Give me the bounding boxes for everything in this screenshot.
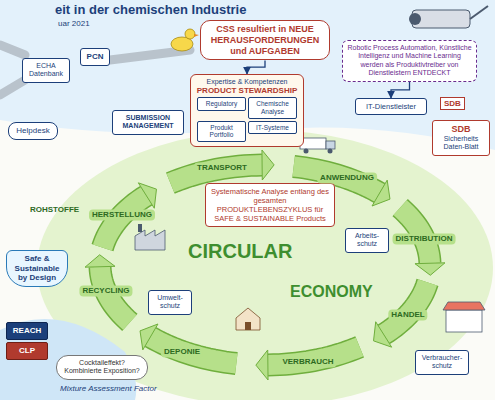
node-text: Arbeits-schutz [350,232,384,249]
node-text: CSS resultiert in NEUE HERAUSFORDERUNGEN… [205,24,325,56]
cycle-arrow-head [372,180,390,206]
protection-tag: Umwelt-schutz [148,290,192,315]
stage-label: ANWENDUNG [317,172,377,183]
node-text: Chemische Analyse [251,100,294,116]
node-text: IT-Systeme [251,124,294,132]
node-text: Umwelt-schutz [153,294,187,311]
cycle-arrow [170,150,274,183]
cycle-arrow-head [415,263,445,275]
shop-figure [443,302,485,332]
stage-label: DISTRIBUTION [393,233,456,244]
protection-tag: Arbeits-schutz [345,228,389,253]
stage-label: ROHSTOFFE [30,205,79,214]
node-text: Cocktaileffekt? Kombinierte Exposition? [61,359,143,376]
node-text: Safe & Sustainable by Design [11,254,63,283]
node-text: ECHA Datenbank [27,62,65,79]
stage-label: RECYCLING [79,285,132,296]
cycle-arrow-head [140,324,158,350]
cycle-band-edge [384,282,428,334]
pipe [0,45,190,95]
node-text: SDB [437,124,485,135]
cycle-arrow-head [374,322,392,347]
node-text: Systematische Analyse entlang des gesamt… [210,187,330,223]
headline-word: ECONOMY [290,283,373,301]
cycle-band-edge [103,196,147,248]
cycle-arrow-head [138,183,156,208]
factory-figure [135,224,165,250]
database-box: ECHA Datenbank [22,58,70,83]
helpdesk-box: Helpdesk [8,122,58,140]
truck-figure [300,138,335,154]
node-text: Sicherheits Daten-Blatt [437,135,485,152]
duck-figure [171,29,199,51]
note-label: Mixture Assessment Factor [60,384,157,393]
provider-box: IT-Dienstleister [355,98,427,115]
stage-label: HERSTELLUNG [89,209,155,220]
camera-figure [409,6,488,28]
node-text: REACH [11,326,43,336]
document-box: SDBSicherheits Daten-Blatt [432,120,490,156]
regulation-book: REACH [6,322,48,340]
node-text: Robotic Process Automation, Künstliche I… [347,44,472,78]
process-box: SUBMISSION MANAGEMENT [112,110,184,135]
skill-box: Produkt Portfolio [197,121,246,143]
date-label: uar 2021 [58,19,90,28]
cycle-ring [85,150,445,380]
cycle-band [103,196,147,248]
flow-arrow [247,60,265,74]
protection-tag: Verbraucher-schutz [415,350,469,375]
node-text: PCN [85,52,105,62]
design-flask: Safe & Sustainable by Design [6,250,68,287]
skill-box: Chemische Analyse [248,97,297,119]
cycle-band [384,282,428,334]
stage-label: DEPONIE [161,346,203,357]
stage-label: TRANSPORT [194,162,250,173]
headline-word: CIRCULAR [188,240,292,263]
cycle-arrow [256,347,360,380]
database-box: PCN [80,48,110,66]
stage-label: HANDEL [388,309,427,320]
stage-label: VERBRAUCH [279,356,336,367]
document-label: SDB [440,97,465,110]
flow-arrow [391,82,410,98]
stewardship-panel: Expertise & KompetenzenPRODUCT STEWARDSH… [190,74,304,147]
cycle-arrow [374,282,428,347]
node-text: Helpdesk [13,126,53,136]
cycle-arrow-head [85,255,115,267]
land [37,130,493,400]
cycle-arrow-head [262,150,274,180]
node-text: Regulatory [200,100,243,108]
cycle-arrow [140,324,236,363]
node-text: IT-Dienstleister [360,102,422,111]
question-cloud: Cocktaileffekt? Kombinierte Exposition? [56,355,148,380]
cycle-arrow-head [256,350,268,380]
challenge-box: CSS resultiert in NEUE HERAUSFORDERUNGEN… [200,20,330,60]
skill-box: Regulatory [197,97,246,111]
node-text: Produkt Portfolio [200,124,243,140]
cycle-band [150,337,236,364]
sky [0,0,495,150]
cycle-band-edge [150,337,236,364]
note-box: Robotic Process Automation, Künstliche I… [342,40,477,82]
node-text: PRODUCT STEWARDSHIP [195,86,299,96]
node-text: CLP [11,346,43,356]
diagram-title: eit in der chemischen Industrie [55,3,246,18]
node-text: Verbraucher-schutz [420,354,464,371]
node-text: SUBMISSION MANAGEMENT [117,114,179,131]
skill-box: IT-Systeme [248,121,297,135]
house-figure [236,308,260,330]
regulation-book: CLP [6,342,48,360]
analysis-box: Systematische Analyse entlang des gesamt… [205,183,335,227]
node-text: Expertise & Kompetenzen [195,78,299,86]
